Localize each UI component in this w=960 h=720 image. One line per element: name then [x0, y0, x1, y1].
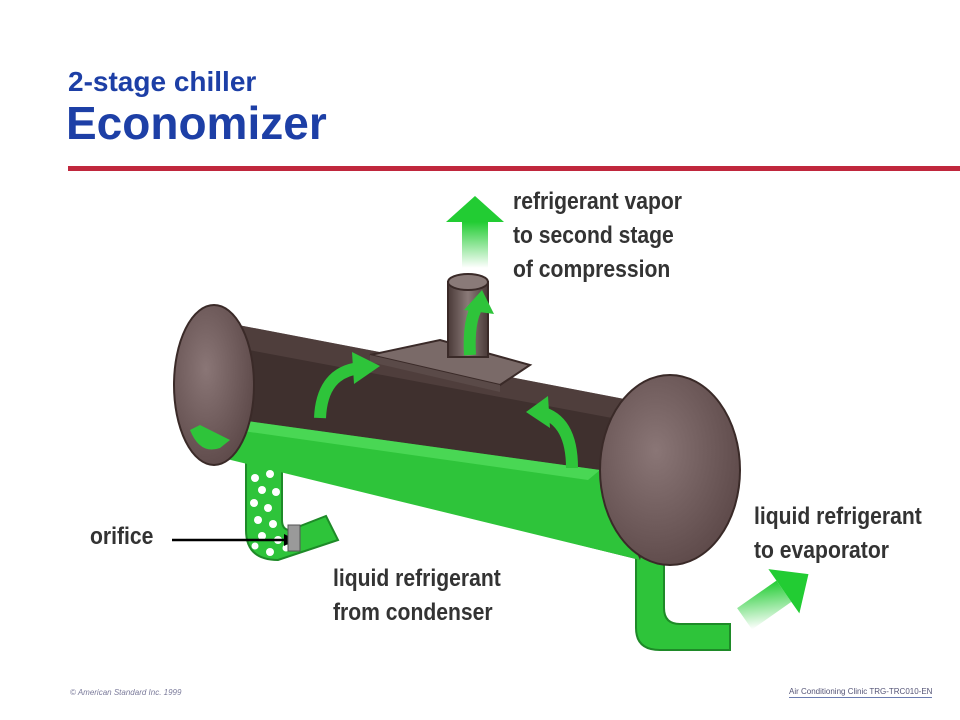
condenser-inlet-label: liquid refrigerant from condenser: [333, 565, 501, 626]
condenser-inlet-pipe: [245, 459, 340, 562]
vapor-exit-arrow: [446, 196, 504, 268]
diagram-subtitle: 2-stage chiller: [68, 66, 257, 97]
course-footer-link[interactable]: Air Conditioning Clinic TRG-TRC010-EN: [789, 687, 933, 698]
liquid-refrigerant-pool: [198, 420, 640, 560]
orifice-plate: [287, 524, 301, 552]
vapor-outlet-label: refrigerant vapor to second stage of com…: [513, 188, 683, 283]
evaporator-outlet-label: liquid refrigerant to evaporator: [754, 503, 922, 564]
inlet-bubbles: [250, 470, 290, 556]
left-end-cap: [173, 304, 255, 466]
copyright-footer: © American Standard Inc. 1999: [70, 688, 182, 697]
orifice-label: orifice: [90, 523, 154, 550]
evaporator-flow-arrow: [737, 569, 809, 630]
right-end-cap: [599, 374, 741, 566]
evaporator-outlet-pipe: [635, 539, 731, 651]
title-divider: [68, 166, 960, 171]
diagram-title: Economizer: [66, 97, 327, 149]
